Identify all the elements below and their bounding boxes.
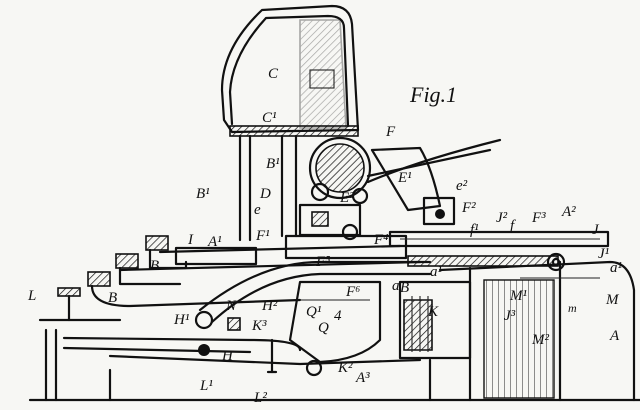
label-N: N [225,298,237,314]
label-F: F [385,124,396,140]
label-H: H [221,348,234,364]
label-L1: L¹ [199,378,213,394]
label-M: M [605,292,620,308]
label-A1-left: A¹ [207,234,222,250]
label-F2: F² [461,200,476,216]
label-M2: M² [531,332,549,348]
label-F5: F⁵ [315,254,330,270]
platen-roller [308,136,502,212]
label-J1: J¹ [598,246,610,262]
label-B1-left: B¹ [196,186,210,202]
label-A2: A² [561,204,576,220]
label-e2: e² [456,178,468,194]
escapement-block [266,280,382,377]
label-C1: C¹ [262,110,277,126]
label-D: D [259,186,271,202]
label-Q: Q [318,320,329,336]
label-H1: H¹ [173,312,190,328]
label-E2: E² [339,190,354,206]
label-I: I [187,232,194,248]
label-B-mid: B [108,290,117,306]
label-Q1: Q¹ [306,304,322,320]
label-J: J [592,222,600,238]
label-m: m [568,301,577,315]
label-F4: F⁴ [373,232,388,248]
label-F6: F⁶ [345,284,360,300]
label-a1-right: a¹ [610,260,623,276]
carriage-rail [388,230,610,272]
label-K2: K² [337,360,353,376]
label-B-right: B [400,280,409,296]
label-A: A [609,328,620,344]
label-K3: K³ [251,318,267,334]
paper-holder-frame [220,4,360,137]
label-F1: F¹ [255,228,270,244]
label-4: 4 [334,308,342,324]
label-f: f [510,218,516,234]
label-E1: E¹ [397,170,412,186]
label-K: K [427,304,439,320]
label-e: e [254,202,261,218]
space-bar [28,287,640,402]
part-labels: C C¹ F B¹ B¹ D e e² E¹ E² F² F³ F¹ F⁴ F⁵… [27,66,623,406]
label-L: L [27,288,36,304]
label-a1-mid: a¹ [430,264,443,280]
label-H2: H² [261,298,278,314]
label-f1: f¹ [470,222,479,238]
base-housing [108,260,636,402]
key-levers [87,235,422,308]
spring-drum [398,280,472,360]
label-B-top: B [150,258,159,274]
figure-title: Fig.1 [409,82,457,107]
label-B1-upper: B¹ [266,156,280,172]
label-A3: A³ [355,370,370,386]
label-M1: M¹ [509,288,527,304]
label-C: C [268,66,279,82]
label-L2: L² [253,390,267,406]
label-J3: J³ [504,308,516,324]
label-a: a [392,278,400,294]
frame-uprights [238,134,298,242]
label-F3: F³ [531,210,546,226]
label-J2: J² [496,210,508,226]
